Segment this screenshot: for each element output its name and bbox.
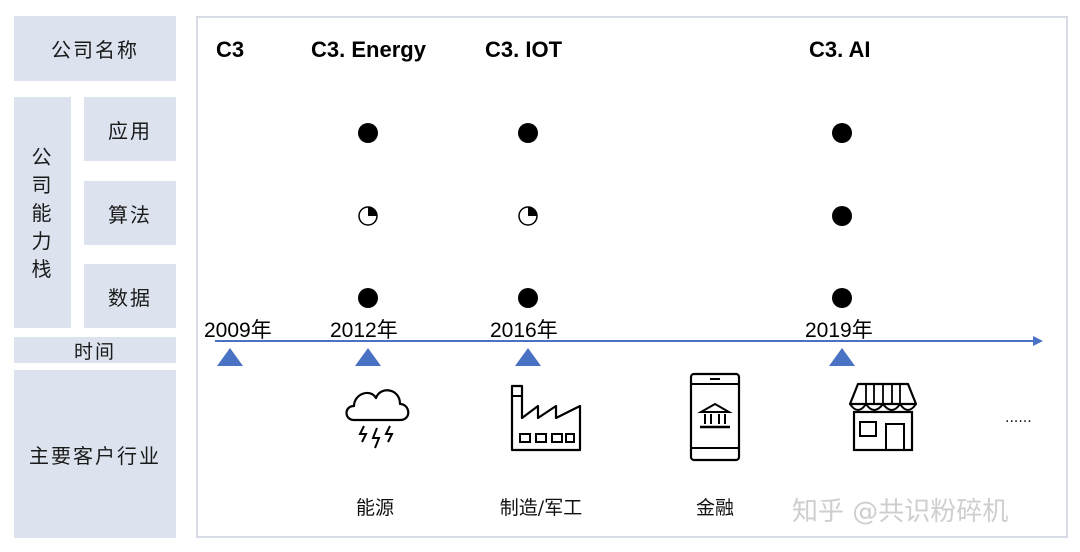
industry-label-manufacturing: 制造/军工 xyxy=(499,497,583,519)
timeline-marker-2016 xyxy=(515,348,541,366)
application-full-indicator xyxy=(518,123,538,143)
industries-label: 主要客户行业 xyxy=(14,370,176,538)
data-label: 数据 xyxy=(84,264,176,328)
year-2009: 2009年 xyxy=(204,319,272,342)
timeline-arrow xyxy=(215,336,1043,346)
capability-char: 公 xyxy=(31,144,54,169)
company-name-label: 公司名称 xyxy=(14,16,176,81)
industry-label-finance: 金融 xyxy=(695,497,735,519)
time-label: 时间 xyxy=(14,337,176,363)
data-full-indicator xyxy=(518,288,538,308)
timeline-marker-2009 xyxy=(217,348,243,366)
application-label: 应用 xyxy=(84,97,176,161)
company-name-c3: C3 xyxy=(216,37,245,62)
year-2016: 2016年 xyxy=(490,319,558,342)
application-full-indicator xyxy=(358,123,378,143)
bank-phone-icon xyxy=(689,372,741,462)
capability-char: 力 xyxy=(31,228,54,253)
more-industries-ellipsis: ...... xyxy=(1005,410,1032,426)
algorithm-full-indicator xyxy=(832,206,852,226)
capability-char: 能 xyxy=(31,200,54,225)
data-full-indicator xyxy=(832,288,852,308)
company-name-c3-energy: C3. Energy xyxy=(311,37,426,62)
storm-cloud-icon xyxy=(345,389,410,449)
timeline-panel xyxy=(196,16,1068,538)
watermark: 知乎 @共识粉碎机 xyxy=(792,497,1009,527)
industry-label-energy: 能源 xyxy=(355,497,395,519)
algorithm-quarter-indicator xyxy=(358,206,378,226)
algorithm-quarter-indicator xyxy=(518,206,538,226)
company-name-c3-ai: C3. AI xyxy=(809,37,871,62)
capability-stack-label: 公 司 能 力 栈 xyxy=(14,97,71,328)
algorithm-label: 算法 xyxy=(84,181,176,245)
capability-char: 栈 xyxy=(31,256,54,281)
data-full-indicator xyxy=(358,288,378,308)
year-2019: 2019年 xyxy=(805,319,873,342)
factory-icon xyxy=(510,384,582,452)
capability-char: 司 xyxy=(31,172,54,197)
application-full-indicator xyxy=(832,123,852,143)
year-2012: 2012年 xyxy=(330,319,398,342)
timeline-marker-2019 xyxy=(829,348,855,366)
store-icon xyxy=(848,382,918,452)
timeline-marker-2012 xyxy=(355,348,381,366)
company-name-c3-iot: C3. IOT xyxy=(485,37,563,62)
